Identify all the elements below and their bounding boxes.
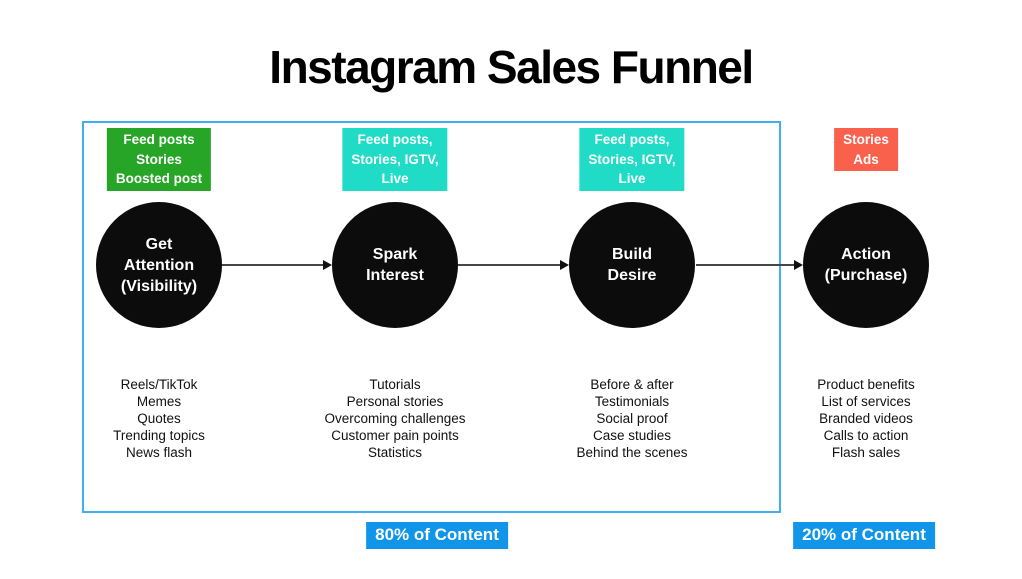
list-item: Behind the scenes <box>576 445 688 460</box>
label-80-percent-content: 80% of Content <box>366 522 508 549</box>
channel-tag-line: Feed posts, <box>357 132 433 147</box>
channel-tag-line: Stories <box>843 132 889 147</box>
channel-tag-line: Stories, IGTV, <box>351 151 439 167</box>
flow-arrow-head-icon <box>560 260 569 270</box>
channel-tag-line: Stories, IGTV, <box>588 151 676 167</box>
stage-name-line: (Visibility) <box>120 277 198 295</box>
stage-name-line: Action <box>841 246 891 263</box>
channel-tag-line: Ads <box>853 151 879 167</box>
list-item: Calls to action <box>823 428 909 443</box>
content-ideas-list-4: Product benefits List of services Brande… <box>746 376 986 461</box>
flow-arrow-line <box>222 264 324 266</box>
list-item: Personal stories <box>346 394 444 409</box>
list-item: Testimonials <box>594 394 670 409</box>
funnel-stage-circle-2: Spark Interest <box>332 202 458 328</box>
stage-name-line: (Purchase) <box>824 267 908 284</box>
list-item: Memes <box>136 394 182 409</box>
list-item: Branded videos <box>819 411 913 426</box>
channel-tag-stage-1: Feed posts Stories Boosted post <box>106 128 212 191</box>
label-20-percent-content: 20% of Content <box>793 522 935 549</box>
list-item: Flash sales <box>831 445 901 460</box>
stage-name-line: Get <box>145 235 173 253</box>
channel-tag-stage-3: Feed posts, Stories, IGTV, Live <box>579 128 685 191</box>
list-item: Customer pain points <box>331 428 459 443</box>
channel-tag-line: Live <box>381 171 409 186</box>
funnel-stage-circle-4: Action (Purchase) <box>803 202 929 328</box>
channel-tag-line: Stories <box>136 151 182 167</box>
channel-tag-stage-2: Feed posts, Stories, IGTV, Live <box>342 128 448 191</box>
list-item: Case studies <box>592 428 672 443</box>
list-item: Overcoming challenges <box>324 411 466 426</box>
stage-name-line: Spark <box>372 246 418 263</box>
diagram-title: Instagram Sales Funnel <box>269 41 754 93</box>
list-item: Social proof <box>596 411 668 426</box>
funnel-stage-circle-3: Build Desire <box>569 202 695 328</box>
list-item: Reels/TikTok <box>120 377 198 392</box>
list-item: Tutorials <box>369 377 421 392</box>
flow-arrow-line <box>458 264 560 266</box>
content-ideas-list-1: Reels/TikTok Memes Quotes Trending topic… <box>39 376 279 461</box>
stage-name-line: Attention <box>123 256 195 274</box>
funnel-stage-circle-1: Get Attention (Visibility) <box>96 202 222 328</box>
channel-tag-line: Live <box>618 171 646 186</box>
channel-tag-line: Boosted post <box>115 171 203 186</box>
channel-tag-line: Feed posts, <box>594 132 670 147</box>
list-item: Statistics <box>367 445 422 460</box>
list-item: List of services <box>821 394 911 409</box>
list-item: Product benefits <box>817 377 915 392</box>
flow-arrow-line <box>696 264 794 266</box>
list-item: Before & after <box>590 377 674 392</box>
content-ideas-list-2: Tutorials Personal stories Overcoming ch… <box>275 376 515 461</box>
list-item: Trending topics <box>113 428 205 443</box>
flow-arrow-head-icon <box>323 260 332 270</box>
majority-content-frame <box>82 121 781 513</box>
list-item: News flash <box>125 445 193 460</box>
flow-arrow-head-icon <box>794 260 803 270</box>
stage-name-line: Desire <box>607 267 657 284</box>
stage-name-line: Interest <box>366 267 424 284</box>
list-item: Quotes <box>137 411 181 426</box>
content-ideas-list-3: Before & after Testimonials Social proof… <box>512 376 752 461</box>
channel-tag-stage-4: Stories Ads <box>834 128 898 171</box>
stage-name-line: Build <box>612 246 652 263</box>
channel-tag-line: Feed posts <box>123 132 195 147</box>
